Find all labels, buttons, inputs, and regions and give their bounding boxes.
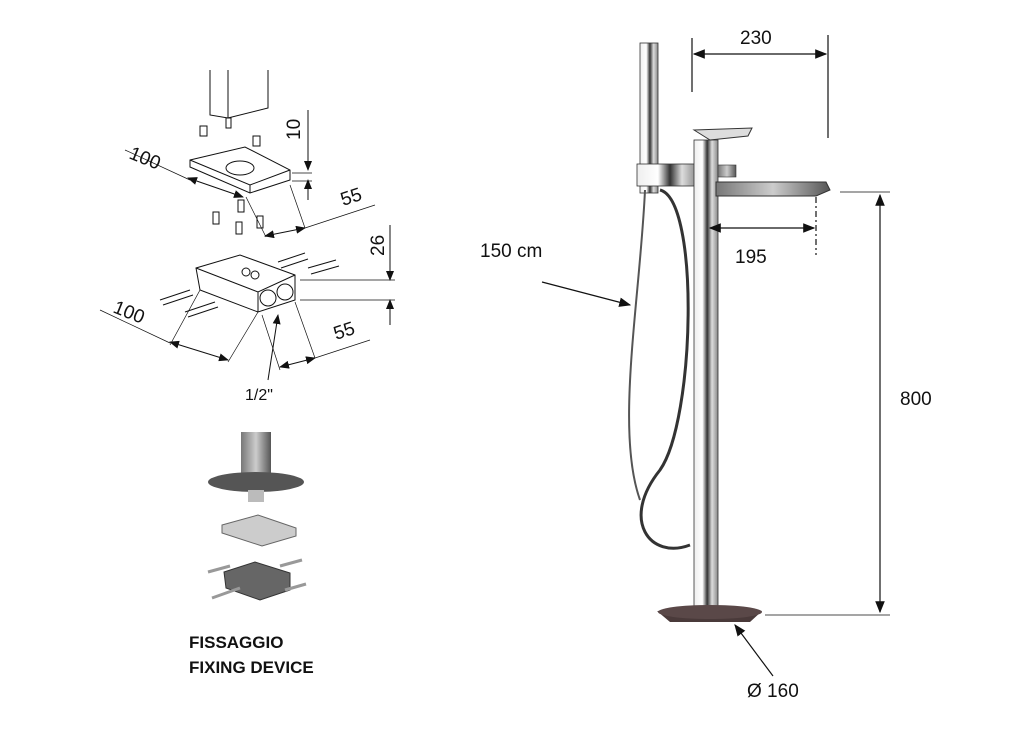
block-width-label: 55: [331, 318, 358, 345]
hose-length-label: 150 cm: [480, 241, 542, 262]
height-label: 800: [900, 389, 932, 410]
caption-italian: FISSAGGIO: [189, 633, 284, 652]
thread-size-label: 1/2": [245, 387, 273, 404]
block-height-label: 26: [368, 235, 389, 256]
main-dimension-lines: [541, 35, 890, 677]
plate-width-label: 55: [338, 184, 365, 211]
spout-reach-label: 195: [735, 247, 767, 268]
block-length-label: 100: [110, 297, 147, 328]
plate-thickness-label: 10: [284, 119, 305, 140]
fixing-exploded-view: [99, 70, 395, 381]
caption-english: FIXING DEVICE: [189, 658, 314, 677]
base-diameter-label: Ø 160: [747, 681, 799, 702]
fixing-assembly-illustration: [207, 432, 307, 601]
reach-total-label: 230: [740, 28, 772, 49]
plate-length-label: 100: [126, 143, 163, 174]
bath-mixer-drawing: [628, 42, 831, 622]
